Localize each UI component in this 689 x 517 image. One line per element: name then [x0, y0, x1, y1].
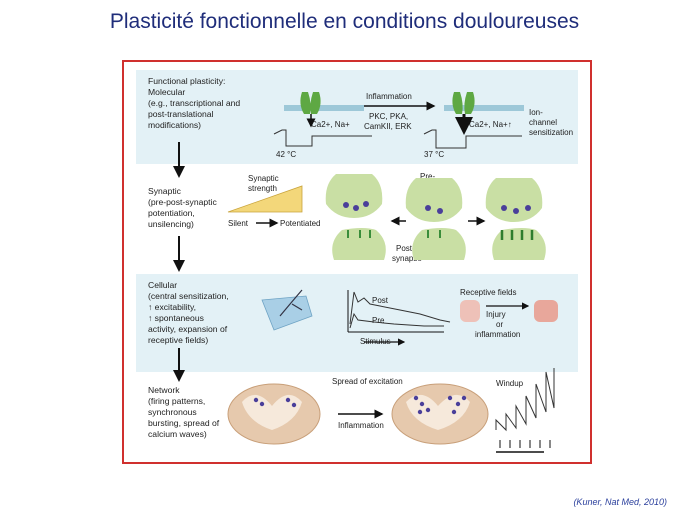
pre-trace [350, 314, 444, 328]
slide-title: Plasticité fonctionnelle en conditions d… [0, 10, 689, 34]
ion-channel-left-icon [284, 92, 364, 126]
receptive-field-left-icon [460, 300, 480, 322]
spinal-cord-left-icon [228, 384, 320, 444]
current-trace-right [424, 130, 522, 148]
windup-trace [496, 368, 554, 430]
synapse-left-icon [326, 174, 386, 260]
synapse-middle-icon [406, 178, 466, 260]
figure-frame: Functional plasticity: Molecular (e.g., … [122, 60, 592, 464]
current-trace-left [274, 130, 372, 146]
windup-stimuli [500, 440, 550, 448]
post-trace [350, 292, 450, 324]
figure-graphics [124, 62, 590, 462]
synapse-right-icon [486, 178, 546, 260]
strength-wedge [228, 186, 302, 212]
citation: (Kuner, Nat Med, 2010) [573, 497, 667, 507]
ion-channel-right-icon [444, 92, 524, 132]
receptive-field-right-icon [534, 300, 558, 322]
spinal-slice-icon [262, 296, 312, 330]
spinal-cord-right-icon [392, 384, 488, 444]
